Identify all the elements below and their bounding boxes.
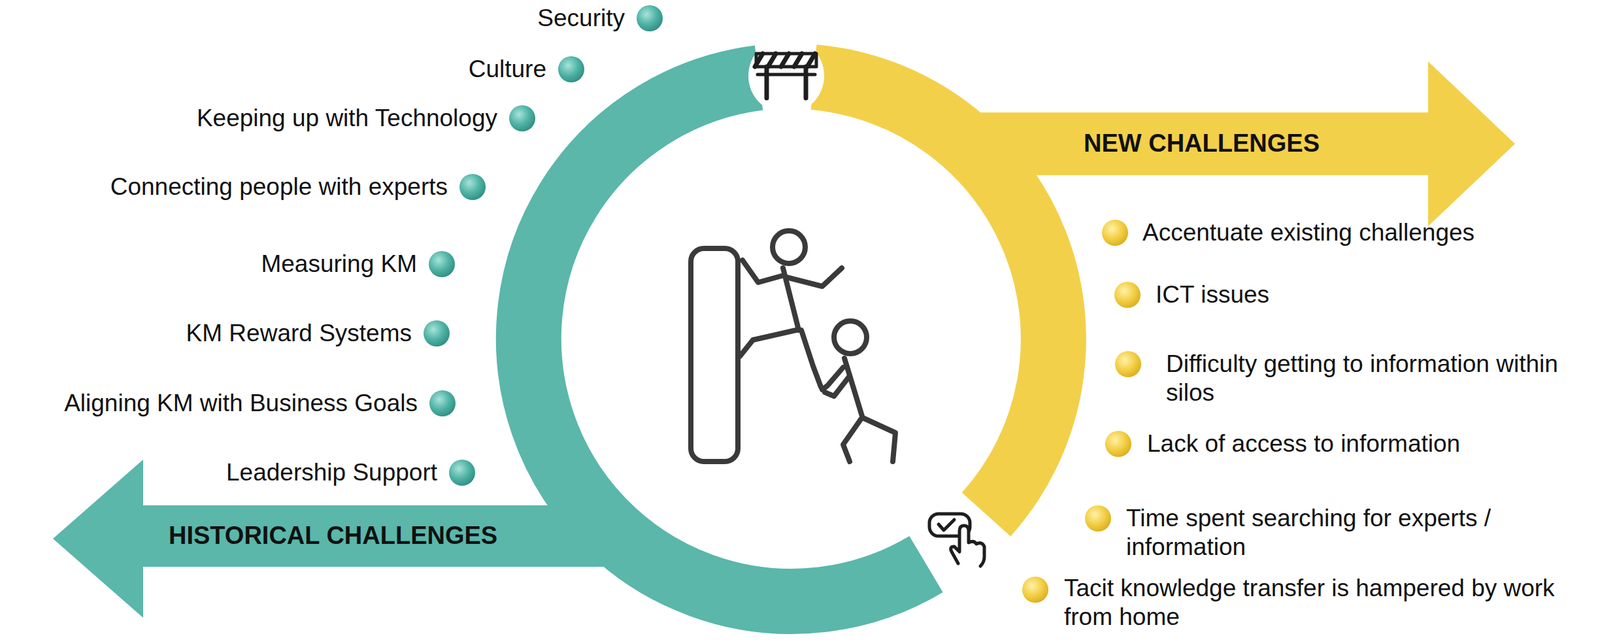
- band-title: HISTORICAL CHALLENGES: [168, 520, 498, 551]
- wall: [690, 248, 738, 462]
- challenge-item: ICT issues: [1155, 280, 1270, 310]
- icon-gap: [918, 501, 995, 578]
- teal-bullets: [423, 5, 663, 486]
- climber-leg: [801, 330, 821, 387]
- challenge-item: Keeping up with Technology: [196, 103, 498, 133]
- challenge-item: Security: [537, 3, 625, 33]
- challenge-item: Difficulty getting to information within…: [1166, 349, 1585, 408]
- helper-leg: [843, 418, 862, 462]
- bullet-dot: [423, 320, 450, 347]
- climbing-icon: [690, 230, 896, 462]
- helper-head: [833, 320, 867, 354]
- challenge-item: KM Reward Systems: [186, 318, 412, 348]
- challenge-item: Tacit knowledge transfer is hampered by …: [1064, 573, 1587, 633]
- bullet-dot: [428, 250, 455, 278]
- climber-arm: [786, 267, 842, 287]
- helper-body: [844, 358, 863, 419]
- challenge-item: Connecting people with experts: [110, 172, 448, 202]
- barrier-legs: [766, 66, 806, 99]
- bullet-dot: [509, 105, 536, 132]
- icon-gap: [748, 37, 825, 114]
- bullet-dot: [1022, 576, 1049, 603]
- bullet-dot: [1105, 430, 1132, 457]
- band-title: NEW CHALLENGES: [1083, 128, 1320, 159]
- challenge-item: Time spent searching for experts / infor…: [1126, 503, 1545, 563]
- challenge-item: Measuring KM: [260, 249, 417, 279]
- bullet-dot: [1115, 350, 1142, 378]
- helper-arm: [824, 375, 850, 397]
- challenge-item: Aligning KM with Business Goals: [64, 388, 418, 418]
- yellow-bullets: [1022, 219, 1142, 603]
- challenge-item: Leadership Support: [226, 458, 438, 487]
- challenge-item: Lack of access to information: [1147, 429, 1461, 459]
- touch-icon: [929, 513, 985, 567]
- bullet-dot: [1114, 281, 1141, 308]
- bullet-dot: [449, 459, 476, 486]
- arrow-band: NEW CHALLENGES: [967, 61, 1516, 227]
- challenge-item: Culture: [468, 54, 547, 84]
- touch-hand: [950, 525, 985, 567]
- barrier-icon: [754, 53, 817, 99]
- arrow-polygon: [967, 61, 1516, 227]
- bullet-dot: [1084, 505, 1112, 532]
- helper-leg: [864, 418, 896, 462]
- climber-leg: [739, 330, 797, 357]
- bullet-dot: [1101, 219, 1129, 246]
- climber-arm: [742, 260, 782, 283]
- challenge-item: Accentuate existing challenges: [1142, 218, 1475, 248]
- bullet-dot: [636, 5, 663, 32]
- touch-check: [938, 519, 955, 531]
- bullet-dot: [558, 56, 585, 83]
- climber-head: [772, 230, 806, 264]
- bullet-dot: [429, 390, 456, 417]
- bullet-dot: [459, 173, 486, 200]
